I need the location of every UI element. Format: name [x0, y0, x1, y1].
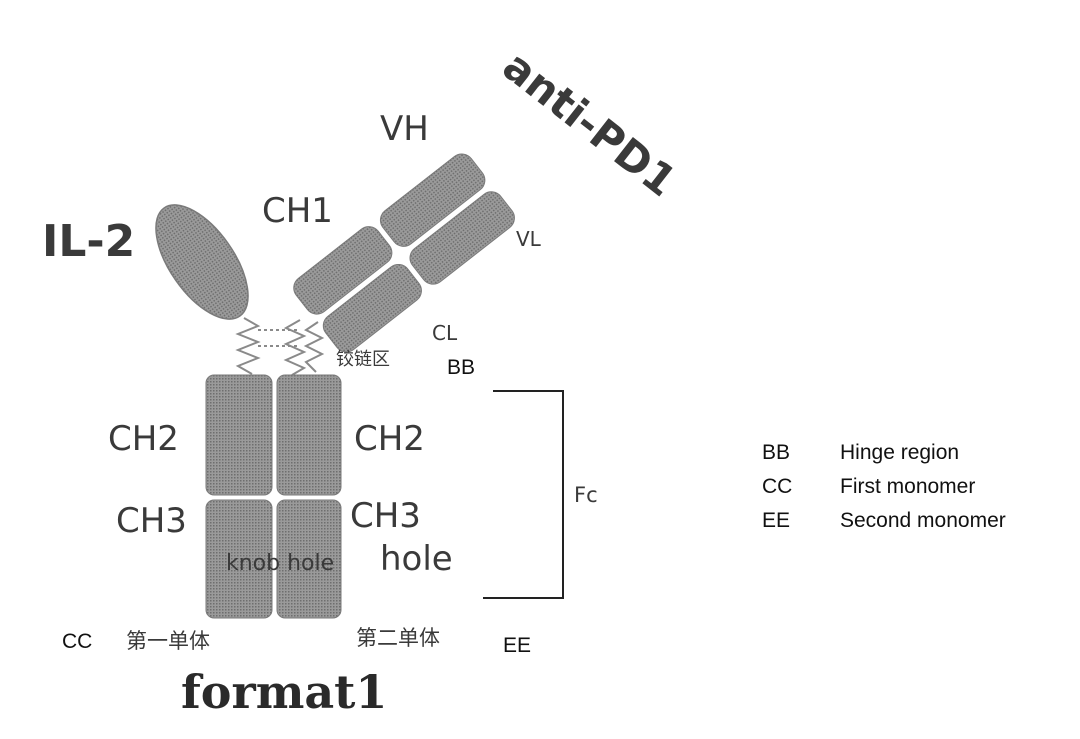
anti-pd1-fab: [293, 153, 515, 353]
hinge-right-zigzag: [303, 321, 325, 373]
hinge-region: [235, 317, 325, 376]
ch1-domain: [293, 226, 393, 315]
ch2-right-label: CH2: [354, 419, 425, 459]
ch3-left-domain: [205, 499, 273, 619]
ch1-label: CH1: [262, 191, 333, 231]
il2-label: IL-2: [42, 216, 135, 267]
hole-label: hole: [380, 539, 453, 579]
ch2-right-domain: [276, 374, 342, 496]
hinge-middle-zigzag: [283, 319, 307, 376]
cl-domain: [322, 263, 422, 353]
ee-label: EE: [503, 634, 531, 657]
first-monomer-cn-label: 第一单体: [126, 629, 210, 653]
legend-desc: Hinge region: [840, 441, 959, 464]
vh-domain: [379, 153, 486, 247]
cc-label: CC: [62, 630, 92, 653]
legend-code: CC: [762, 475, 792, 498]
format-title: format1: [181, 665, 387, 719]
legend-code: EE: [762, 509, 790, 532]
anti-pd1-label: anti-PD1: [494, 41, 686, 206]
fc-label: Fc: [574, 483, 598, 507]
legend-entry: CC First monomer: [762, 475, 975, 498]
ch3-left-label: CH3: [116, 501, 187, 541]
hinge-cn-label: 铰链区: [336, 349, 390, 370]
ch3-right-domain: [276, 499, 342, 619]
knob-hole-label: knob hole: [226, 551, 334, 576]
legend-entry: BB Hinge region: [762, 441, 959, 464]
legend-desc: First monomer: [840, 475, 975, 498]
legend-code: BB: [762, 441, 790, 464]
second-monomer-cn-label: 第二单体: [356, 626, 440, 650]
legend: BB Hinge region CC First monomer EE Seco…: [762, 441, 1006, 532]
legend-entry: EE Second monomer: [762, 509, 1006, 532]
hinge-left-zigzag: [235, 317, 261, 375]
legend-desc: Second monomer: [840, 509, 1006, 532]
ch2-left-label: CH2: [108, 419, 179, 459]
cl-label: CL: [432, 321, 458, 345]
vl-label: VL: [516, 227, 542, 251]
ch2-left-domain: [205, 374, 273, 496]
ch3-right-label: CH3: [350, 496, 421, 536]
fc-bracket: [483, 390, 564, 599]
bb-label: BB: [447, 356, 475, 379]
il2-domain: [155, 204, 249, 320]
vh-label: VH: [380, 109, 429, 149]
vl-domain: [409, 191, 515, 285]
